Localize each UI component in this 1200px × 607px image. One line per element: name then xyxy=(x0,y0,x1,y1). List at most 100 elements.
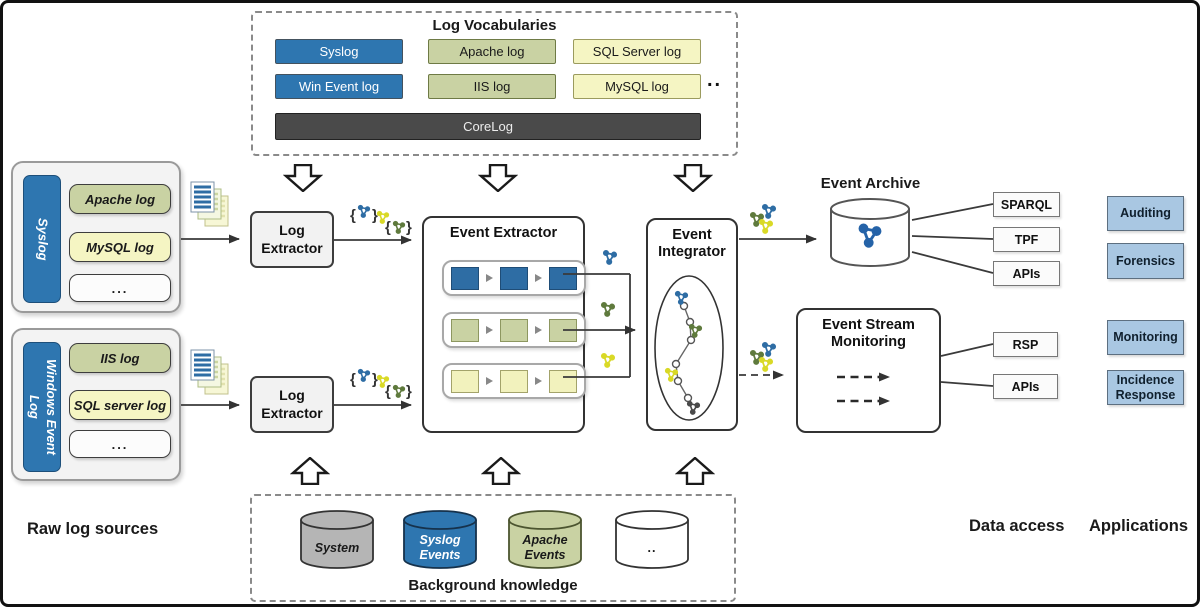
store-more-label: .. xyxy=(647,540,657,555)
raw-log-sources-label: Raw log sources xyxy=(27,520,159,538)
event-extractor-box: Event Extractor xyxy=(422,216,586,433)
down-arrow-icon xyxy=(283,164,323,192)
cylinder-icon xyxy=(615,510,689,569)
event-chain-yellow xyxy=(442,363,586,399)
chain-arrow-icon xyxy=(535,377,542,385)
windows-source-bar: Windows Event Log xyxy=(23,342,61,472)
background-knowledge-title: Background knowledge xyxy=(408,577,578,594)
vocab-sql-server-log: SQL Server log xyxy=(573,39,701,64)
endpoint-apis: APIs xyxy=(993,261,1060,286)
windows-source-label: Windows Event Log xyxy=(27,359,59,455)
application-forensics: Forensics xyxy=(1107,243,1184,279)
cylinder-icon xyxy=(508,510,582,569)
merged-graph-icon xyxy=(749,203,777,234)
chain-arrow-icon xyxy=(486,377,493,385)
windows-source-group: Windows Event Log IIS log SQL server log… xyxy=(11,328,181,481)
rdf-snippets-icon: { } { } xyxy=(350,204,412,236)
application-incidence-response: Incidence Response xyxy=(1107,370,1184,405)
source-item-sql-server-log: SQL server log xyxy=(69,390,171,420)
store-syslog-events-label: Syslog Events xyxy=(419,533,461,562)
event-extractor-title: Event Extractor xyxy=(449,225,558,241)
merged-graph-icon xyxy=(749,341,777,372)
event-chain-blue xyxy=(442,260,586,296)
store-syslog-events: Syslog Events xyxy=(402,509,478,571)
endpoint-tpf: TPF xyxy=(993,227,1060,252)
application-monitoring: Monitoring xyxy=(1107,320,1184,355)
source-item-iis-log: IIS log xyxy=(69,343,171,373)
data-access-label: Data access xyxy=(969,517,1065,535)
chain-arrow-icon xyxy=(486,326,493,334)
event-square xyxy=(549,318,577,342)
svg-text:}: } xyxy=(372,371,378,388)
rdf-snippets-icon: { } { } xyxy=(350,368,412,400)
vocab-iis-log: IIS log xyxy=(428,74,556,99)
graph-icon-blue xyxy=(858,223,882,248)
up-arrow-icon xyxy=(675,457,715,485)
down-arrow-icon xyxy=(478,164,518,192)
event-square xyxy=(451,318,479,342)
graph-icon-green xyxy=(600,301,616,317)
svg-text:}: } xyxy=(406,219,412,236)
store-system: System xyxy=(299,509,375,571)
event-archive-title: Event Archive xyxy=(820,175,921,192)
log-vocabularies-panel: Log Vocabularies xyxy=(251,11,738,156)
syslog-source-bar: Syslog xyxy=(23,175,61,303)
cylinder-icon xyxy=(300,510,374,569)
event-square xyxy=(500,318,528,342)
event-square xyxy=(451,266,479,290)
integrated-graph-icon xyxy=(654,275,724,421)
svg-text:}: } xyxy=(406,383,412,400)
syslog-source-group: Syslog Apache log MySQL log ... xyxy=(11,161,181,313)
application-auditing: Auditing xyxy=(1107,196,1184,231)
up-arrow-icon xyxy=(481,457,521,485)
svg-text:{: { xyxy=(385,219,391,236)
syslog-source-label: Syslog xyxy=(35,217,51,261)
svg-text:{: { xyxy=(350,207,356,224)
svg-text:}: } xyxy=(372,207,378,224)
source-item-more: ... xyxy=(69,274,171,302)
applications-label: Applications xyxy=(1089,517,1189,535)
chain-arrow-icon xyxy=(535,326,542,334)
event-square xyxy=(500,266,528,290)
source-item-more: ... xyxy=(69,430,171,458)
log-extractor-2: Log Extractor xyxy=(250,376,334,433)
chain-arrow-icon xyxy=(486,274,493,282)
event-stream-monitoring-title: Event Stream Monitoring xyxy=(822,317,915,351)
event-archive-store xyxy=(829,197,911,269)
up-arrow-icon xyxy=(290,457,330,485)
vocab-syslog: Syslog xyxy=(275,39,403,64)
source-item-apache-log: Apache log xyxy=(69,184,171,214)
store-apache-events-label: Apache Events xyxy=(522,533,568,562)
event-square xyxy=(500,369,528,393)
vocab-corelog: CoreLog xyxy=(275,113,701,140)
event-stream-monitoring-box: Event Stream Monitoring xyxy=(796,308,941,433)
svg-text:{: { xyxy=(385,383,391,400)
log-files-icon xyxy=(189,181,233,229)
log-vocabularies-title: Log Vocabularies xyxy=(432,17,557,34)
chain-arrow-icon xyxy=(535,274,542,282)
event-integrator-title: Event Integrator xyxy=(658,227,726,261)
source-item-mysql-log: MySQL log xyxy=(69,232,171,262)
background-knowledge-panel: Background knowledge xyxy=(250,494,736,602)
vocab-mysql-log: MySQL log xyxy=(573,74,701,99)
event-square xyxy=(451,369,479,393)
store-system-label: System xyxy=(314,540,360,555)
graph-icon-yellow xyxy=(600,352,616,368)
vocab-win-event-log: Win Event log xyxy=(275,74,403,99)
endpoint-rsp: RSP xyxy=(993,332,1058,357)
log-files-icon xyxy=(189,349,233,397)
down-arrow-icon xyxy=(673,164,713,192)
event-square xyxy=(549,369,577,393)
endpoint-sparql: SPARQL xyxy=(993,192,1060,217)
cylinder-icon xyxy=(403,510,477,569)
store-apache-events: Apache Events xyxy=(507,509,583,571)
svg-text:{: { xyxy=(350,371,356,388)
event-square xyxy=(549,266,577,290)
event-chain-olive xyxy=(442,312,586,348)
log-extractor-1: Log Extractor xyxy=(250,211,334,268)
vocab-more-ellipsis: .. xyxy=(707,69,723,91)
endpoint-apis-stream: APIs xyxy=(993,374,1058,399)
store-more: .. xyxy=(614,509,690,571)
cylinder-icon xyxy=(830,198,910,267)
